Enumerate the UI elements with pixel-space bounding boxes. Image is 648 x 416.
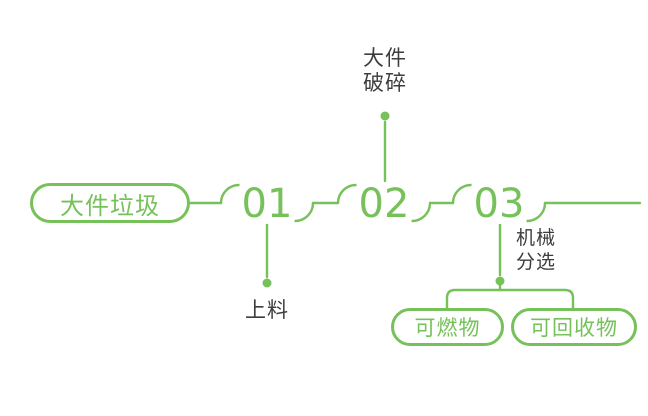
node-dot-step01	[262, 278, 272, 288]
output-pill-combustible: 可燃物	[391, 308, 504, 346]
source-pill: 大件垃圾	[30, 183, 190, 223]
arc-step01-left	[219, 183, 241, 205]
step02-label-line1: 大件	[363, 46, 407, 70]
branch-left	[445, 280, 502, 310]
arc-step01-right	[293, 201, 315, 223]
step01-label-feeding: 上料	[245, 298, 289, 322]
step-number-01: 01	[239, 181, 295, 227]
node-dot-step02	[380, 111, 390, 121]
arc-step03-left	[451, 183, 473, 205]
arc-step02-right	[410, 201, 432, 223]
output-pill-combustible-label: 可燃物	[414, 316, 481, 340]
step02-label-line2: 破碎	[363, 71, 407, 95]
output-pill-recyclable-label: 可回收物	[530, 316, 618, 340]
arc-step02-left	[336, 183, 358, 205]
step03-label-sorting: 机械 分选	[516, 226, 556, 274]
step02-label-crushing: 大件 破碎	[363, 46, 407, 96]
step-number-03: 03	[471, 181, 527, 227]
step03-label-line2: 分选	[516, 251, 557, 273]
step-number-02: 02	[356, 181, 412, 227]
source-pill-label: 大件垃圾	[60, 191, 160, 220]
step03-label-line1: 机械	[516, 227, 557, 249]
output-pill-recyclable: 可回收物	[511, 308, 637, 346]
branch-right	[498, 288, 575, 310]
arc-step03-right	[525, 201, 547, 223]
